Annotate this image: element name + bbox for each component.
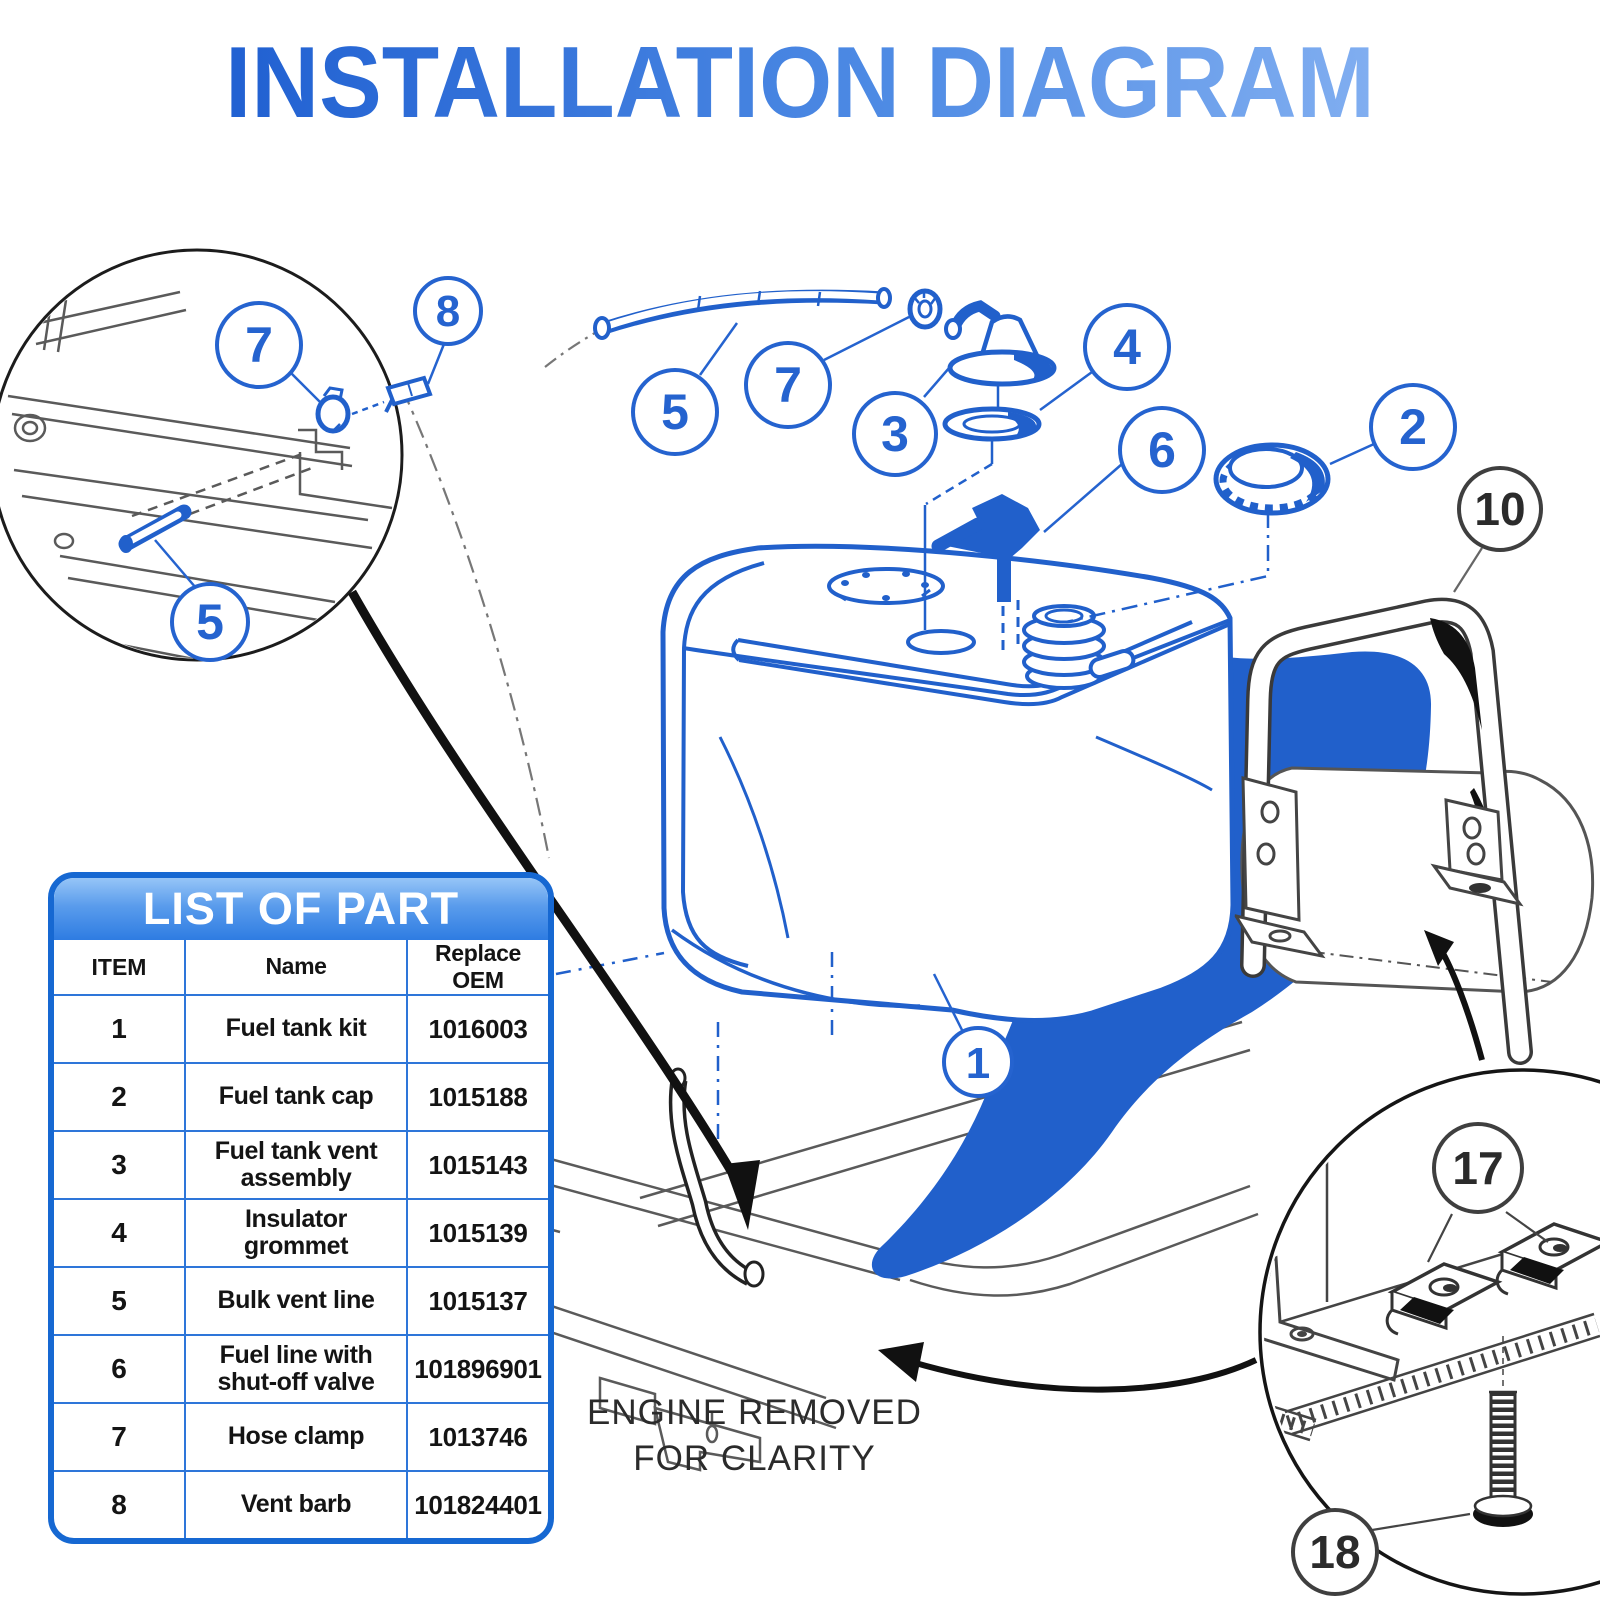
tank-vent-hole [906,629,976,655]
table-row: 4 Insulator grommet 1015139 [54,1200,548,1268]
bulk-vent-line-drawing [593,287,892,340]
callout-4: 4 [1083,303,1171,391]
cell-name: Fuel tank vent assembly [186,1132,408,1198]
callout-5: 5 [631,368,719,456]
cell-oem: 1015188 [428,1081,528,1112]
parts-table-title: LIST OF PART [54,878,548,940]
vent-line-end-drawing [118,504,192,553]
svg-text:10: 10 [1474,483,1525,535]
cell-name: Vent barb [186,1472,408,1538]
cell-item: 8 [54,1472,186,1538]
callout-5-detail: 5 [170,582,250,662]
shut-off-valve-drawing [931,494,1040,652]
table-row: 3 Fuel tank vent assembly 1015143 [54,1132,548,1200]
cell-item: 5 [54,1268,186,1334]
cell-item: 3 [54,1132,186,1198]
svg-text:8: 8 [436,287,460,336]
cell-name: Hose clamp [186,1404,408,1470]
cell-oem: 101896901 [414,1353,542,1384]
fuel-sender-plate-drawing [827,567,945,605]
clip-nut-drawing [1385,1262,1503,1336]
callout-2: 2 [1369,383,1457,471]
svg-text:17: 17 [1452,1142,1503,1194]
svg-text:3: 3 [881,406,909,462]
cell-item: 2 [54,1064,186,1130]
seat-support-hoop-drawing [1232,597,1533,1065]
cell-name: Insulator grommet [186,1200,408,1266]
table-row: 2 Fuel tank cap 1015188 [54,1064,548,1132]
cell-item: 7 [54,1404,186,1470]
svg-text:18: 18 [1309,1526,1360,1578]
bottom-right-detail-circle [1258,1068,1600,1596]
engine-removed-note: ENGINE REMOVED FOR CLARITY [587,1393,922,1478]
table-row: 8 Vent barb 101824401 [54,1472,548,1538]
cell-oem: 1015143 [428,1149,528,1180]
vent-barb-drawing [351,375,433,416]
svg-text:1: 1 [966,1039,990,1088]
hitch-receiver-drawing [598,1376,762,1472]
column-header-item: ITEM [54,940,186,994]
svg-text:4: 4 [1113,319,1141,375]
callout-8: 8 [413,276,483,346]
column-header-name: Name [186,940,408,994]
cell-item: 1 [54,996,186,1062]
cell-oem: 101824401 [414,1489,542,1520]
svg-text:6: 6 [1148,422,1176,478]
callout-18: 18 [1291,1508,1379,1596]
cell-oem: 1016003 [428,1013,528,1044]
mount-screw-drawing [1473,1336,1533,1527]
cell-name: Fuel line with shut-off valve [186,1336,408,1402]
cell-item: 6 [54,1336,186,1402]
insulator-grommet-drawing [942,406,1042,442]
table-row: 6 Fuel line with shut-off valve 10189690… [54,1336,548,1404]
svg-text:2: 2 [1399,399,1427,455]
cell-oem: 1013746 [428,1421,528,1452]
page-title: INSTALLATION DIAGRAM [56,26,1544,141]
parts-table-header-row: ITEM Name Replace OEM [54,940,548,996]
leader-lines [698,315,1375,1031]
cell-oem: 1015137 [428,1285,528,1316]
svg-text:7: 7 [245,317,273,373]
callout-10: 10 [1457,466,1543,552]
filler-neck-drawing [1022,604,1136,690]
exploded-parts [593,287,1483,1031]
cell-name: Bulk vent line [186,1268,408,1334]
table-row: 7 Hose clamp 1013746 [54,1404,548,1472]
fuel-tank-cap-drawing [1213,442,1331,516]
clip-nut-drawing [1495,1222,1600,1296]
mount-detail-drawing [1264,1150,1600,1534]
detail-leader-arcs [400,329,601,859]
callout-3: 3 [852,391,938,477]
parts-table-body: 1 Fuel tank kit 1016003 2 Fuel tank cap … [54,996,548,1538]
svg-text:5: 5 [661,384,689,440]
clamp-in-frame-drawing [315,386,351,434]
hose-clamp-drawing [907,288,943,330]
cell-name: Fuel tank kit [186,996,408,1062]
column-header-oem: Replace OEM [434,940,522,993]
cell-item: 4 [54,1200,186,1266]
detail-leader-lines [154,343,446,589]
svg-text:7: 7 [774,357,802,413]
fuel-tank-vent-assembly-drawing [944,300,1057,387]
callout-6: 6 [1118,406,1206,494]
cell-oem: 1015139 [428,1217,528,1248]
frame-detail-drawing [7,290,393,658]
callout-7-detail: 7 [215,301,303,389]
svg-text:5: 5 [196,594,224,650]
table-row: 5 Bulk vent line 1015137 [54,1268,548,1336]
callout-17: 17 [1432,1122,1524,1214]
callout-7: 7 [744,341,832,429]
callout-1: 1 [942,1026,1014,1098]
cell-name: Fuel tank cap [186,1064,408,1130]
table-row: 1 Fuel tank kit 1016003 [54,996,548,1064]
arrow-circle-to-bracket [1424,930,1485,1061]
parts-list-table: LIST OF PART ITEM Name Replace OEM 1 Fue… [48,872,554,1544]
arrow-circle-to-frame-left [878,1342,1258,1393]
